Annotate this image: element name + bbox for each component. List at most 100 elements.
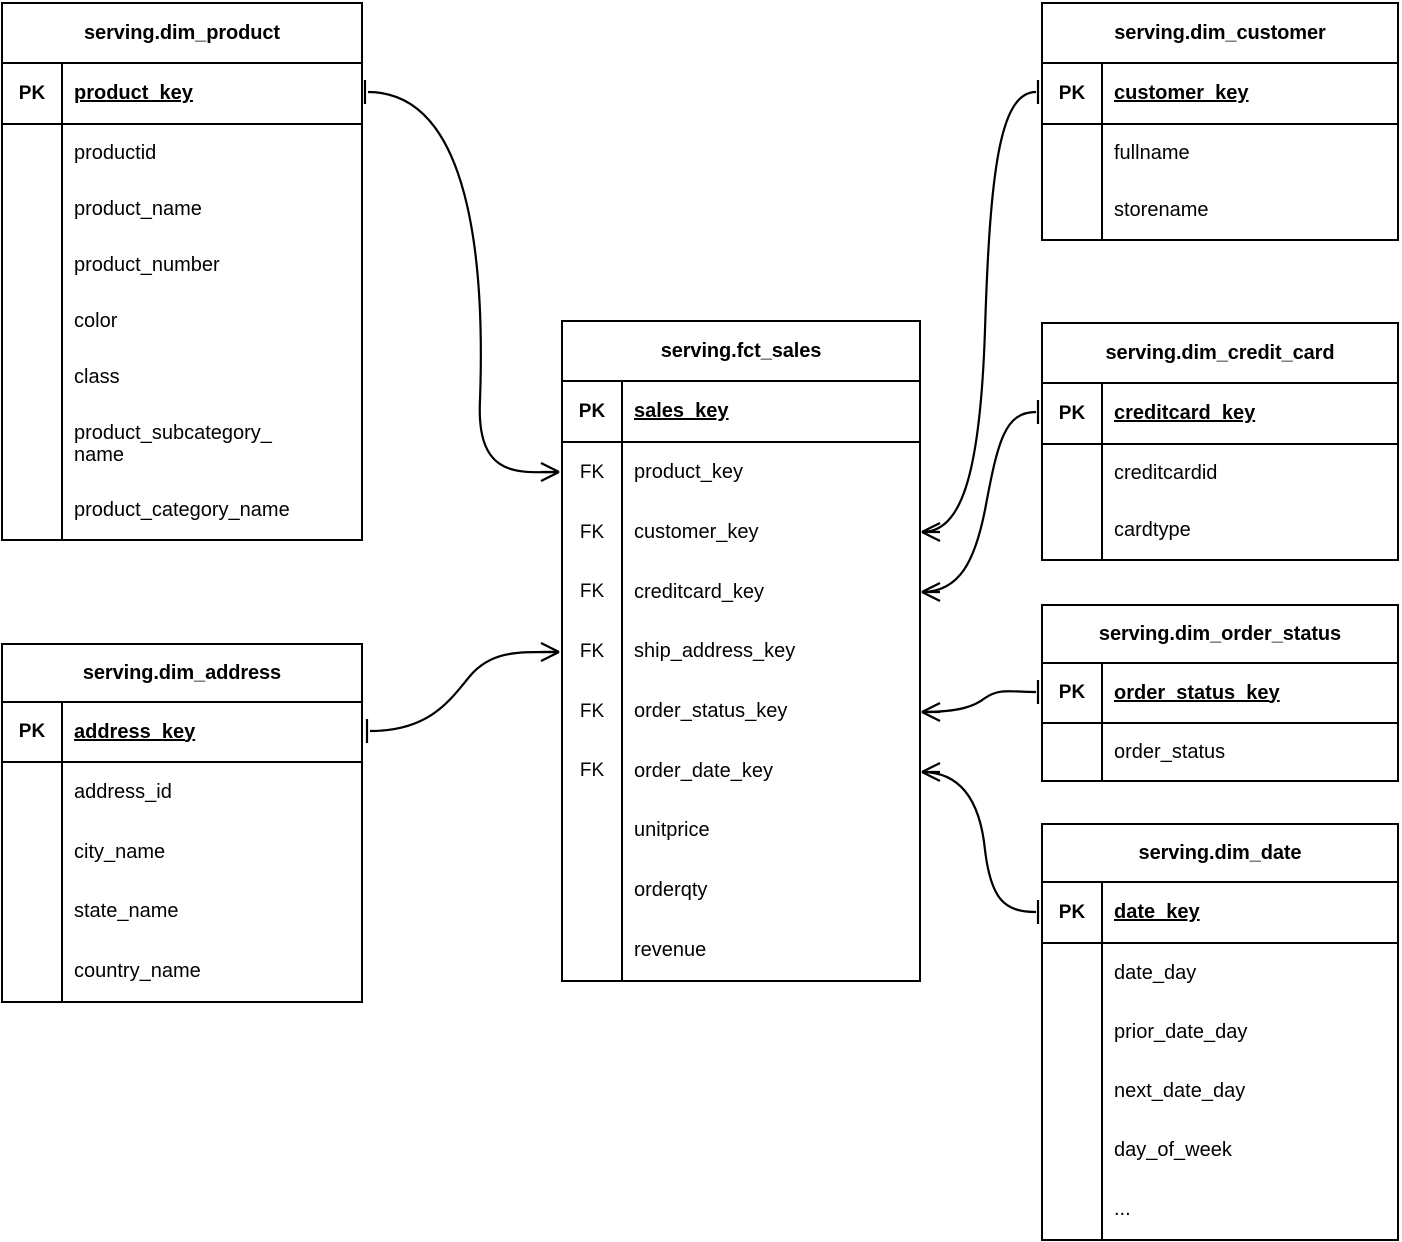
- attr-row-state-name[interactable]: state_name: [3, 882, 361, 942]
- attr-row-order-status[interactable]: order_status: [1043, 724, 1397, 780]
- key-badge-empty: [3, 237, 63, 294]
- attr-name: orderqty: [634, 879, 708, 902]
- key-badge-fk: FK: [563, 443, 623, 503]
- attr-row-storename[interactable]: storename: [1043, 182, 1397, 239]
- attr-name: productid: [74, 141, 157, 164]
- attr-row-ship-address-key[interactable]: FK ship_address_key: [563, 622, 919, 682]
- key-badge-empty: [1043, 944, 1103, 1003]
- key-badge-empty: [3, 941, 63, 1001]
- attr-row-customer-key[interactable]: FK customer_key: [563, 502, 919, 563]
- attr-name-line1: product_subcategory_: [74, 421, 272, 444]
- key-badge-fk: FK: [563, 681, 623, 742]
- attr-row-order-status-key[interactable]: PK order_status_key: [1043, 664, 1397, 724]
- attr-name: state_name: [74, 900, 179, 923]
- attr-name: order_status_key: [1114, 681, 1280, 704]
- attr-name: customer_key: [1114, 82, 1249, 104]
- key-badge-empty: [1043, 502, 1103, 559]
- crowfoot-address-top: [540, 642, 560, 653]
- attr-row-day-of-week[interactable]: day_of_week: [1043, 1121, 1397, 1180]
- entity-fct-sales[interactable]: serving.fct_sales PK sales_key FK produc…: [561, 320, 921, 982]
- crowfoot-credit-card-top: [921, 582, 941, 593]
- attr-name: prior_date_day: [1114, 1021, 1248, 1043]
- attr-row-fullname[interactable]: fullname: [1043, 125, 1397, 182]
- attr-name: class: [74, 365, 120, 388]
- attr-row-product-key[interactable]: FK product_key: [563, 443, 919, 503]
- relationship-address: [365, 642, 560, 743]
- attr-row-product-name[interactable]: product_name: [3, 181, 361, 238]
- attr-row-next-date-day[interactable]: next_date_day: [1043, 1062, 1397, 1121]
- entity-title-dim-customer: serving.dim_customer: [1043, 4, 1397, 64]
- entity-title-dim-product: serving.dim_product: [3, 4, 361, 64]
- attr-row-country-name[interactable]: country_name: [3, 941, 361, 1001]
- entity-dim-customer[interactable]: serving.dim_customer PK customer_key ful…: [1041, 2, 1399, 241]
- attr-row-class[interactable]: class: [3, 349, 361, 406]
- attr-name: product_key: [634, 461, 743, 484]
- attr-row-color[interactable]: color: [3, 293, 361, 350]
- attr-row-orderqty[interactable]: orderqty: [563, 860, 919, 921]
- attr-row-prior-date-day[interactable]: prior_date_day: [1043, 1003, 1397, 1062]
- attr-row-address-id[interactable]: address_id: [3, 763, 361, 823]
- attr-row-product-category-name[interactable]: product_category_name: [3, 482, 361, 539]
- crowfoot-customer-top: [921, 522, 941, 533]
- relationship-date: [921, 762, 1040, 924]
- entity-dim-order-status[interactable]: serving.dim_order_status PK order_status…: [1041, 604, 1399, 782]
- key-badge-empty: [3, 822, 63, 882]
- key-badge-fk: FK: [563, 562, 623, 623]
- attr-row-customer-key[interactable]: PK customer_key: [1043, 64, 1397, 125]
- key-badge-empty: [3, 293, 63, 350]
- attr-row-creditcardid[interactable]: creditcardid: [1043, 445, 1397, 502]
- key-badge-pk: PK: [563, 382, 623, 441]
- attr-row-order-date-key[interactable]: FK order_date_key: [563, 741, 919, 802]
- attr-name: creditcard_key: [1114, 402, 1256, 424]
- attr-name-wrapped: product_subcategory_ name: [63, 405, 361, 483]
- crowfoot-date-top: [921, 762, 941, 773]
- attr-row-sales-key[interactable]: PK sales_key: [563, 382, 919, 443]
- attr-row-date-day[interactable]: date_day: [1043, 944, 1397, 1003]
- attr-row-product-key[interactable]: PK product_key: [3, 64, 361, 125]
- attr-name: address_id: [74, 781, 172, 804]
- attr-row-product-number[interactable]: product_number: [3, 237, 361, 294]
- attr-row-city-name[interactable]: city_name: [3, 822, 361, 882]
- attr-name: unitprice: [634, 819, 710, 842]
- attr-name: creditcardid: [1114, 462, 1218, 484]
- attr-row-ellipsis[interactable]: ...: [1043, 1180, 1397, 1239]
- attr-list-dim-credit-card: creditcardid cardtype: [1043, 445, 1397, 559]
- key-badge-empty: [1043, 182, 1103, 239]
- attr-row-unitprice[interactable]: unitprice: [563, 801, 919, 861]
- attr-name: sales_key: [634, 400, 729, 422]
- key-badge-empty: [1043, 1180, 1103, 1239]
- attr-list-dim-customer: fullname storename: [1043, 125, 1397, 239]
- attr-list-fct-sales: FK product_key FK customer_key FK credit…: [563, 443, 919, 981]
- crowfoot-order-status-top: [921, 702, 941, 713]
- attr-name: product_number: [74, 253, 220, 276]
- attr-row-creditcard-key[interactable]: PK creditcard_key: [1043, 384, 1397, 445]
- entity-dim-credit-card[interactable]: serving.dim_credit_card PK creditcard_ke…: [1041, 322, 1399, 561]
- attr-row-order-status-key[interactable]: FK order_status_key: [563, 681, 919, 742]
- entity-dim-product[interactable]: serving.dim_product PK product_key produ…: [1, 2, 363, 541]
- attr-name: creditcard_key: [634, 580, 765, 603]
- attr-name-line2: name: [74, 444, 125, 467]
- entity-dim-date[interactable]: serving.dim_date PK date_key date_day pr…: [1041, 823, 1399, 1241]
- attr-list-dim-date: date_day prior_date_day next_date_day da…: [1043, 944, 1397, 1239]
- attr-row-productid[interactable]: productid: [3, 125, 361, 182]
- attr-name: ...: [1114, 1198, 1131, 1220]
- entity-dim-address[interactable]: serving.dim_address PK address_key addre…: [1, 643, 363, 1003]
- entity-title-fct-sales: serving.fct_sales: [563, 322, 919, 382]
- attr-name: revenue: [634, 938, 707, 961]
- key-badge-empty: [563, 920, 623, 981]
- attr-row-creditcard-key[interactable]: FK creditcard_key: [563, 562, 919, 623]
- attr-row-product-subcategory-name[interactable]: product_subcategory_ name: [3, 405, 361, 483]
- relationship-credit-card: [921, 400, 1040, 602]
- attr-row-cardtype[interactable]: cardtype: [1043, 502, 1397, 559]
- attr-list-dim-product: productid product_name product_number co…: [3, 125, 361, 539]
- attr-row-address-key[interactable]: PK address_key: [3, 703, 361, 763]
- key-badge-pk: PK: [3, 64, 63, 123]
- attr-row-revenue[interactable]: revenue: [563, 920, 919, 981]
- key-badge-empty: [3, 482, 63, 539]
- attr-row-date-key[interactable]: PK date_key: [1043, 883, 1397, 944]
- key-badge-fk: FK: [563, 741, 623, 802]
- attr-list-dim-address: address_id city_name state_name country_…: [3, 763, 361, 1001]
- attr-name: cardtype: [1114, 519, 1191, 541]
- key-badge-fk: FK: [563, 622, 623, 682]
- attr-name: country_name: [74, 959, 201, 982]
